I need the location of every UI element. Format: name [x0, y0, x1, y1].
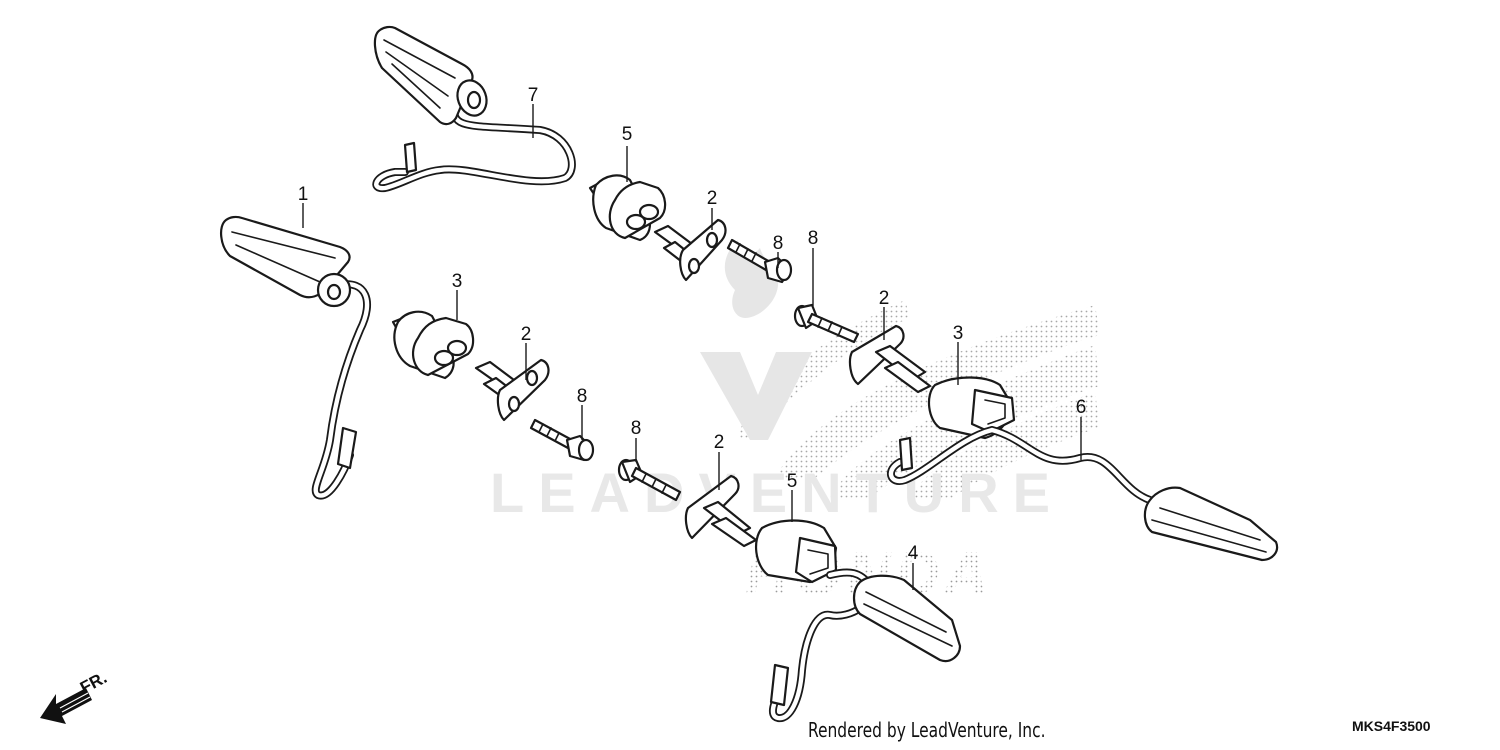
callout-2-lower: 2: [714, 432, 725, 453]
callout-5-top: 5: [622, 124, 633, 145]
bolt-part-8-a[interactable]: [726, 238, 793, 284]
callout-8-lower: 8: [631, 418, 642, 439]
callout-3-left: 3: [452, 271, 463, 292]
spacer-plate-part-2-top[interactable]: [653, 218, 727, 282]
spacer-plate-part-2-lower[interactable]: [684, 474, 758, 548]
bolt-part-8-b[interactable]: [793, 303, 860, 344]
spacer-plate-part-2-left[interactable]: [474, 358, 550, 422]
leader-lines: [302, 104, 1082, 590]
diagram-code: MKS4F3500: [1352, 718, 1431, 734]
housing-part-5-lower[interactable]: [754, 519, 838, 584]
callout-1: 1: [298, 184, 309, 205]
callout-8-top-right: 8: [808, 228, 819, 249]
callout-8-top-left: 8: [773, 233, 784, 254]
housing-part-3-right[interactable]: [927, 376, 1016, 440]
callout-2-top: 2: [707, 188, 718, 209]
rendered-by-credit: Rendered by LeadVenture, Inc.: [808, 718, 1046, 742]
bolt-part-8-d[interactable]: [617, 458, 682, 502]
callout-2-right: 2: [879, 288, 890, 309]
callout-8-left: 8: [577, 386, 588, 407]
callout-6: 7: [528, 85, 539, 106]
callout-2-left: 2: [521, 324, 532, 345]
indicator-part-7[interactable]: [887, 426, 1279, 562]
callout-4: 4: [908, 543, 919, 564]
spacer-plate-part-2-right[interactable]: [848, 324, 932, 394]
leadventure-watermark: LEADVENTURE: [490, 461, 1064, 524]
callout-5-lower: 5: [787, 471, 798, 492]
housing-part-3-left[interactable]: [391, 310, 475, 380]
indicator-part-6[interactable]: [372, 25, 576, 193]
callout-3-right: 3: [953, 323, 964, 344]
leadventure-logo-watermark: [700, 240, 812, 440]
rubber-mount-part-5-top[interactable]: [588, 174, 667, 242]
bolt-part-8-c[interactable]: [529, 418, 595, 462]
indicator-part-1[interactable]: [220, 215, 372, 500]
callout-7: 6: [1076, 397, 1087, 418]
indicator-part-4[interactable]: [768, 568, 962, 723]
front-direction-arrow-icon: [40, 688, 92, 724]
